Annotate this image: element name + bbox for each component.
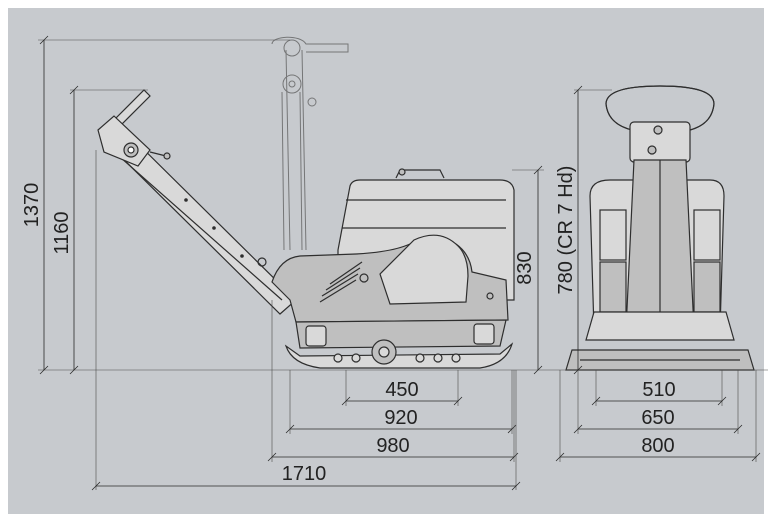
label-1160: 1160 [51, 211, 73, 254]
label-1370: 1370 [21, 183, 43, 228]
raised-handle-outline [271, 36, 349, 251]
dim-overall-length: 1710 [91, 150, 521, 491]
label-800: 800 [641, 435, 674, 457]
front-view-machine [565, 85, 755, 371]
label-780: 780 (CR 7 Hd) [555, 166, 577, 295]
machine-body [271, 234, 509, 323]
label-510: 510 [642, 379, 675, 401]
dim-side-450: 450 [341, 370, 463, 406]
dim-side-body-height: 830 [512, 165, 544, 375]
dim-front-800: 800 [555, 370, 761, 462]
handle-bar [97, 89, 297, 315]
dim-side-980: 980 [267, 300, 519, 462]
dim-handle-height: 1160 [51, 85, 148, 375]
dim-side-920: 920 [285, 370, 517, 434]
label-920: 920 [384, 407, 417, 429]
label-650: 650 [641, 407, 674, 429]
label-1710: 1710 [282, 463, 327, 485]
dim-overall-height: 1370 [21, 35, 290, 375]
dim-front-height: 780 (CR 7 Hd) [555, 85, 612, 375]
label-830: 830 [514, 251, 536, 284]
dim-front-650: 650 [573, 370, 743, 434]
label-980: 980 [376, 435, 409, 457]
dim-front-510: 510 [591, 370, 727, 406]
base-plate [284, 319, 514, 369]
label-450: 450 [385, 379, 418, 401]
side-view-machine [97, 36, 515, 369]
